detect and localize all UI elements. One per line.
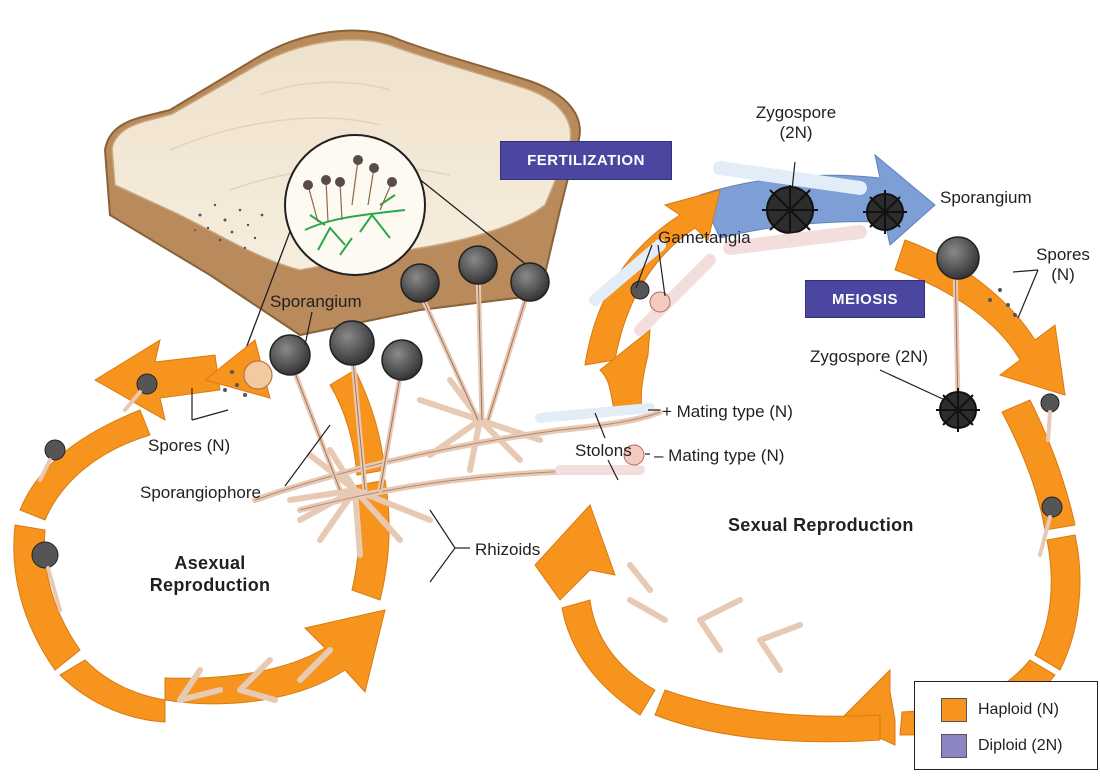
sporangium-left-label: Sporangium <box>270 292 362 312</box>
spores-left-label: Spores (N) <box>148 436 230 456</box>
zygospore-top-label: Zygospore (2N) <box>744 103 848 143</box>
stolons-label: Stolons <box>575 441 632 461</box>
meiosis-badge: MEIOSIS <box>805 280 925 318</box>
spores-right-label: Spores (N) <box>1030 245 1096 285</box>
mating-minus-label: – Mating type (N) <box>654 446 784 466</box>
mating-plus-label: + Mating type (N) <box>662 402 793 422</box>
sexual-reproduction-label: Sexual Reproduction <box>728 514 914 536</box>
gametangia-label: Gametangia <box>658 228 751 248</box>
legend-item-haploid: Haploid (N) <box>941 698 1059 722</box>
haploid-swatch <box>941 698 967 722</box>
asexual-cycle-arrows <box>14 340 389 722</box>
legend: Haploid (N) Diploid (2N) <box>914 681 1098 770</box>
zygospore-mid-label: Zygospore (2N) <box>810 347 928 367</box>
diploid-swatch <box>941 734 967 758</box>
legend-diploid-label: Diploid (2N) <box>978 737 1062 755</box>
asexual-reproduction-label: Asexual Reproduction <box>130 552 290 596</box>
rhizoids-label: Rhizoids <box>475 540 540 560</box>
fertilization-badge: FERTILIZATION <box>500 141 672 180</box>
legend-item-diploid: Diploid (2N) <box>941 734 1062 758</box>
sporangium-right-label: Sporangium <box>940 188 1032 208</box>
sporangiophore-label: Sporangiophore <box>140 483 261 503</box>
legend-haploid-label: Haploid (N) <box>978 701 1059 719</box>
